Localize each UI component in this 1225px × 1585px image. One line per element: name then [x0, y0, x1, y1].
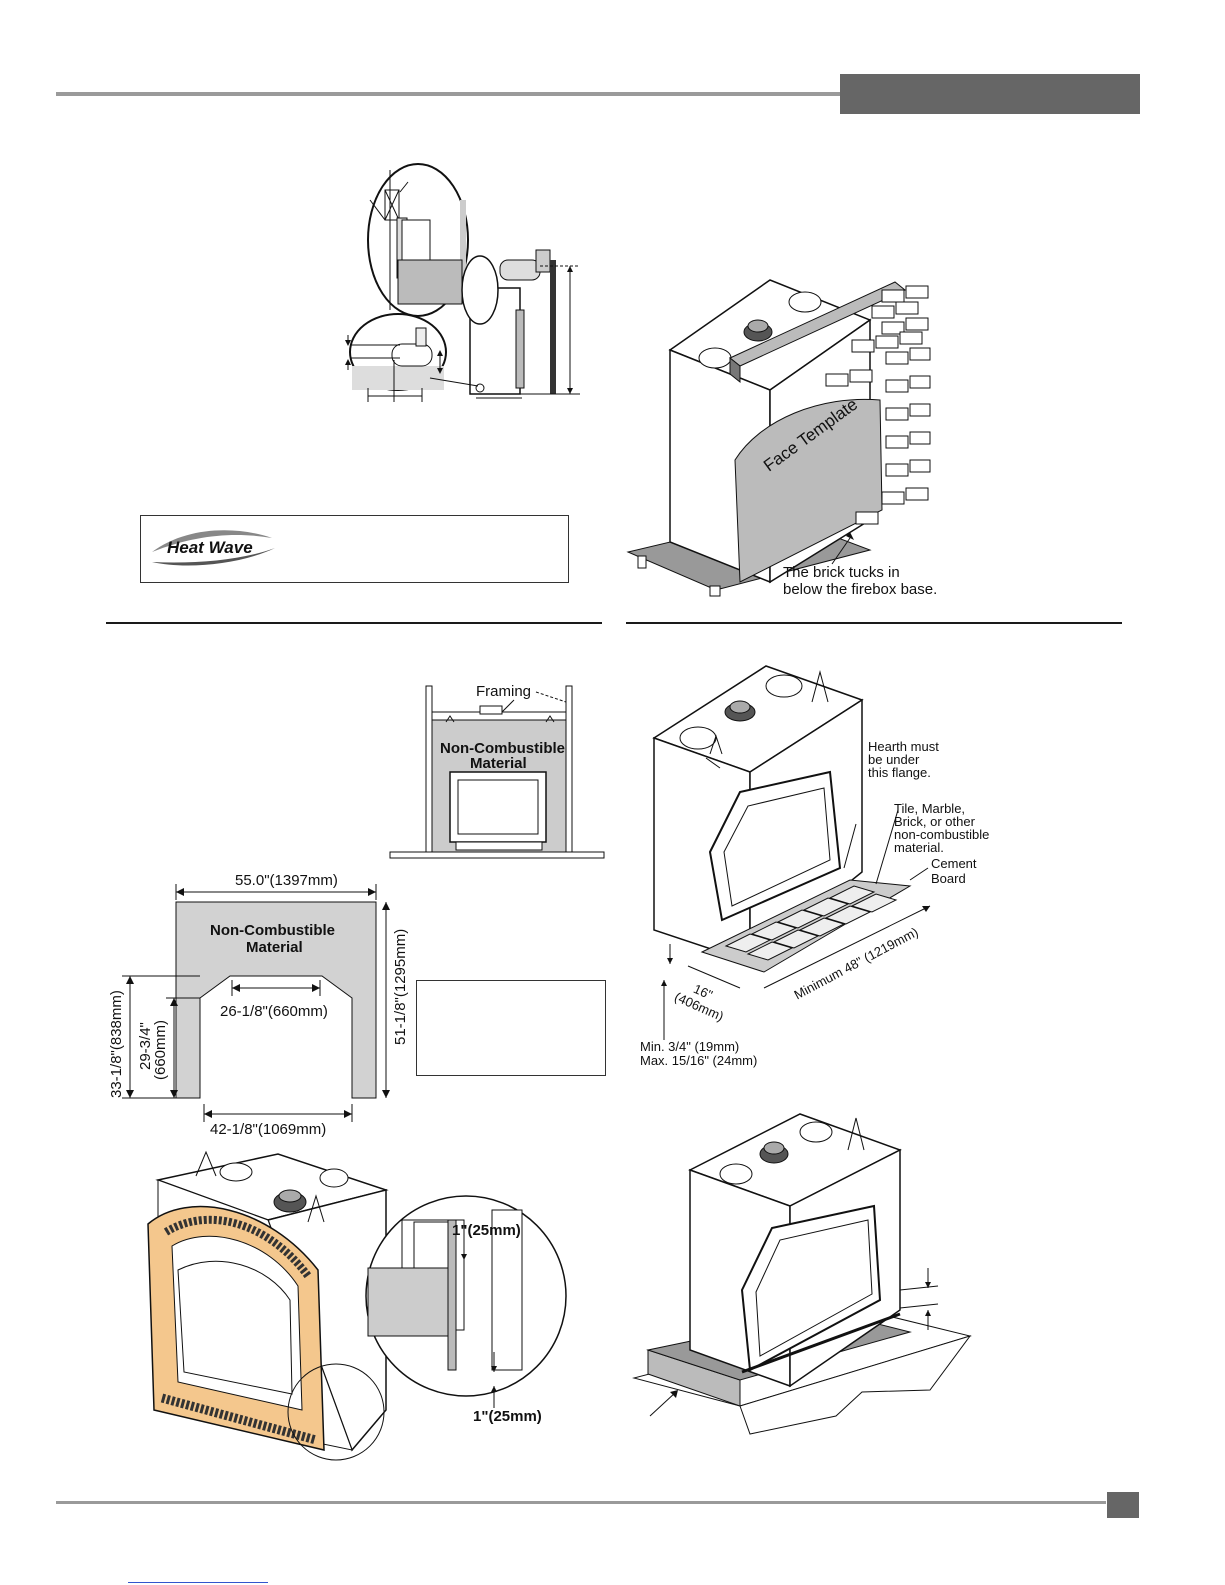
hearth-tile-note-4: material. [894, 840, 944, 855]
ncm-dimension-diagram [122, 884, 390, 1122]
footer-rule [56, 1501, 1106, 1504]
heat-wave-swoosh [152, 530, 275, 566]
facing-clearance-diagram [147, 1150, 567, 1461]
brick-note-line2: below the firebox base. [783, 581, 938, 598]
hearth-cement-2: Board [931, 871, 966, 886]
hearth-tile-diagram [652, 665, 931, 1040]
dim-ncm-line1: Non-Combustible [210, 922, 335, 939]
hearth-flange-note-2: be under [868, 752, 920, 767]
side-clearance-diagram [345, 163, 580, 402]
note-box [416, 980, 606, 1076]
left-section-rule [106, 622, 602, 624]
heat-wave-logo-box: Heat Wave [140, 515, 569, 583]
header-rule [56, 92, 846, 96]
framing-diagram [389, 685, 605, 859]
dim-height-left: 33-1/8"(838mm) [108, 990, 125, 1098]
facing-gap-top: 1"(25mm) [452, 1222, 521, 1239]
hearth-tile-note-1: Tile, Marble, [894, 801, 966, 816]
heat-wave-logo-text: Heat Wave [167, 538, 253, 557]
page-badge [1107, 1492, 1139, 1518]
hearth-max-thick: Max. 15/16" (24mm) [640, 1053, 758, 1068]
face-template-diagram [626, 279, 931, 597]
hearth-min-thick: Min. 3/4" (19mm) [640, 1039, 740, 1054]
hearth-cement-1: Cement [931, 856, 977, 871]
hearth-flange-note-3: this flange. [868, 765, 931, 780]
dim-inner-height-b: (660mm) [152, 1019, 169, 1080]
hearth-flange-note-1: Hearth must [868, 739, 939, 754]
footer-link-underline [128, 1582, 268, 1583]
hearth-tile-note-2: Brick, or other [894, 814, 975, 829]
dim-bottom-width: 42-1/8"(1069mm) [210, 1121, 327, 1138]
framing-ncm-line1: Non-Combustible [440, 740, 565, 757]
section-tab [840, 74, 1140, 114]
dim-ncm-line2: Material [246, 939, 303, 956]
dim-height-right: 51-1/8"(1295mm) [392, 928, 409, 1045]
facing-gap-bottom: 1"(25mm) [473, 1408, 542, 1425]
dim-inner-width: 26-1/8"(660mm) [220, 1003, 328, 1020]
raised-hearth-diagram [632, 1113, 972, 1435]
dim-width-top: 55.0"(1397mm) [235, 872, 338, 889]
hearth-tile-note-3: non-combustible [894, 827, 990, 842]
framing-ncm-line2: Material [470, 755, 527, 772]
framing-label: Framing [476, 683, 532, 700]
right-section-rule [626, 622, 1122, 624]
brick-note-line1: The brick tucks in [783, 564, 900, 581]
